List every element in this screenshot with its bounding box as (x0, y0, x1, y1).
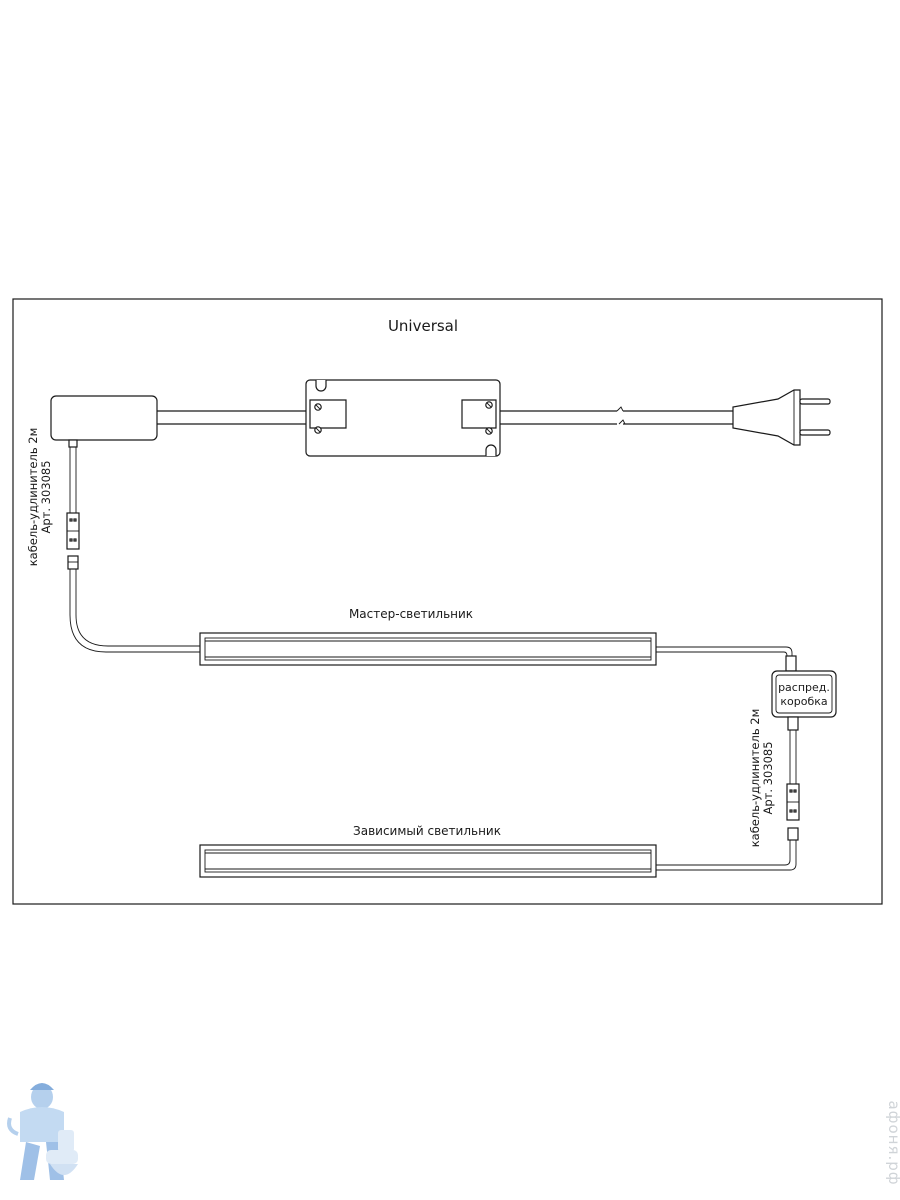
master-luminaire (199, 632, 657, 666)
mains-cable (500, 406, 733, 425)
right-extension-cable (656, 716, 800, 871)
left-extension-cable (66, 447, 200, 653)
right-cable-label-line2: Арт. 303085 (761, 741, 775, 814)
slave-luminaire (199, 844, 657, 878)
plumber-mascot-logo (7, 1083, 78, 1180)
left-cable-label-line1: кабель-удлинитель 2м (26, 428, 40, 567)
slave-luminaire-label: Зависимый светильник (353, 824, 501, 838)
watermark-text: афоня.рф (885, 1100, 900, 1185)
junction-box (771, 670, 837, 718)
sensor-switch-box (50, 395, 306, 448)
master-to-box-cable (656, 646, 797, 672)
master-luminaire-label: Мастер-светильник (349, 607, 473, 621)
left-cable-label-line2: Арт. 303085 (39, 460, 53, 533)
diagram-frame (12, 298, 883, 905)
led-driver (305, 379, 501, 457)
junction-box-label-line1: распред. (778, 681, 830, 694)
mains-plug-icon (732, 389, 831, 446)
right-cable-label-line1: кабель-удлинитель 2м (748, 709, 762, 848)
diagram-title: Universal (388, 317, 458, 335)
junction-box-label-line2: коробка (780, 695, 827, 708)
